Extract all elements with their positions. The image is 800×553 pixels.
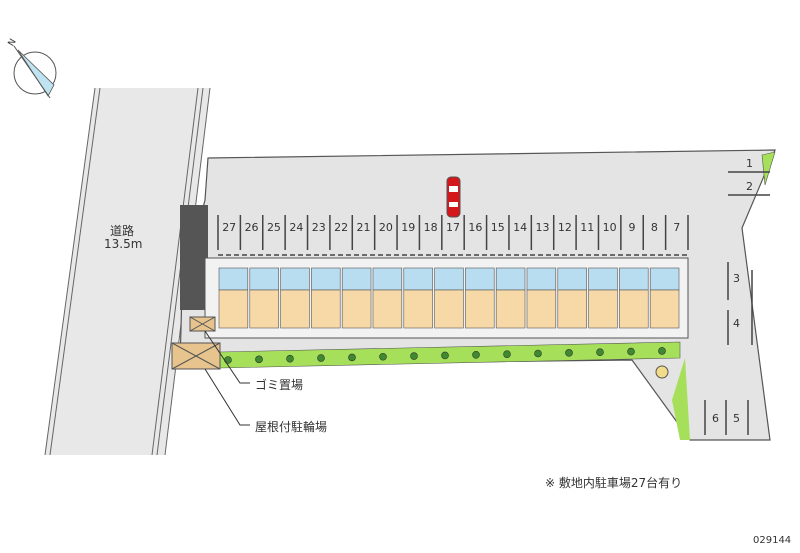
unit-room xyxy=(649,289,680,329)
unit-bath xyxy=(495,267,526,291)
parking-space-24: 24 xyxy=(289,221,303,234)
unit-room xyxy=(218,289,249,329)
tree-icon xyxy=(658,347,666,355)
tree-icon xyxy=(317,354,325,362)
unit-bath xyxy=(588,267,618,291)
parking-space-25: 25 xyxy=(267,221,281,234)
unit-bath xyxy=(341,267,372,291)
unit-room xyxy=(526,289,557,329)
unit-bath xyxy=(465,267,495,291)
parking-space-1: 1 xyxy=(746,157,753,170)
unit-bath xyxy=(311,267,341,291)
tree-icon xyxy=(255,355,263,364)
road xyxy=(44,87,211,456)
parking-space-15: 15 xyxy=(491,221,505,234)
parking-space-2: 2 xyxy=(746,180,753,193)
unit-bath xyxy=(249,267,279,291)
unit-room xyxy=(311,289,341,329)
unit-bath xyxy=(280,267,310,291)
hedge xyxy=(180,205,208,310)
tree-icon xyxy=(286,354,294,363)
parking-space-5: 5 xyxy=(733,412,740,425)
parking-stalls: 27 26 25 24 23 22 21 20 19 18 17 16 15 14 13 12 11 10 9 8 7 xyxy=(217,215,689,250)
parking-space-9: 9 xyxy=(629,221,636,234)
compass-icon: N xyxy=(7,37,57,99)
garbage-label: ゴミ置場 xyxy=(255,378,304,392)
tree-icon xyxy=(627,347,635,356)
parking-space-4: 4 xyxy=(733,317,740,330)
unit-bath xyxy=(557,267,587,291)
parking-space-12: 12 xyxy=(558,221,572,234)
parking-space-3: 3 xyxy=(733,272,740,285)
parking-note: ※ 敷地内駐車場27台有り xyxy=(545,476,683,490)
unit-room xyxy=(249,289,279,329)
unit-bath xyxy=(649,267,680,291)
parking-space-21: 21 xyxy=(356,221,370,234)
parking-space-26: 26 xyxy=(245,221,259,234)
parking-space-17: 17 xyxy=(446,221,460,234)
unit-room xyxy=(619,289,649,329)
unit-bath xyxy=(403,267,433,291)
tree-icon xyxy=(224,356,232,364)
parking-space-18: 18 xyxy=(424,221,438,234)
unit-bath xyxy=(218,267,249,291)
road-width: 13.5m xyxy=(104,237,143,251)
unit-room xyxy=(434,289,464,329)
parking-space-11: 11 xyxy=(580,221,594,234)
parking-space-16: 16 xyxy=(468,221,482,234)
unit-room xyxy=(403,289,433,329)
unit-bath xyxy=(372,267,403,291)
unit-bath xyxy=(619,267,649,291)
tree-icon xyxy=(565,349,573,357)
parking-space-20: 20 xyxy=(379,221,393,234)
tree-icon xyxy=(379,352,387,361)
tree-icon xyxy=(441,351,449,360)
property-code: 029144 xyxy=(753,535,792,546)
parking-space-6: 6 xyxy=(712,412,719,425)
parking-space-14: 14 xyxy=(513,221,527,234)
unit-room xyxy=(372,289,403,329)
road-label: 道路 xyxy=(110,224,135,238)
unit-bath xyxy=(434,267,464,291)
parking-space-22: 22 xyxy=(334,221,348,234)
unit-room xyxy=(280,289,310,329)
unit-room xyxy=(465,289,495,329)
tree-icon xyxy=(534,349,542,358)
parking-space-27: 27 xyxy=(222,221,236,234)
parking-space-13: 13 xyxy=(536,221,550,234)
apartment-units xyxy=(218,267,680,329)
car-icon xyxy=(446,176,461,218)
right-stall-lines xyxy=(704,171,770,435)
parking-space-19: 19 xyxy=(401,221,415,234)
parking-space-8: 8 xyxy=(651,221,658,234)
unit-room xyxy=(588,289,618,329)
unit-room xyxy=(557,289,587,329)
tree-icon xyxy=(348,353,356,362)
tree-icon xyxy=(410,352,418,360)
unit-bath xyxy=(526,267,557,291)
parking-space-10: 10 xyxy=(603,221,617,234)
unit-room xyxy=(341,289,372,329)
unit-room xyxy=(495,289,526,329)
tree-icon xyxy=(472,350,480,359)
tree-icon xyxy=(503,350,511,358)
bike-shelter-label: 屋根付駐輪場 xyxy=(255,420,328,434)
entrance-icon xyxy=(655,365,669,379)
parking-space-23: 23 xyxy=(312,221,326,234)
tree-icon xyxy=(596,348,604,357)
parking-space-7: 7 xyxy=(673,221,680,234)
north-label: N xyxy=(7,37,19,48)
